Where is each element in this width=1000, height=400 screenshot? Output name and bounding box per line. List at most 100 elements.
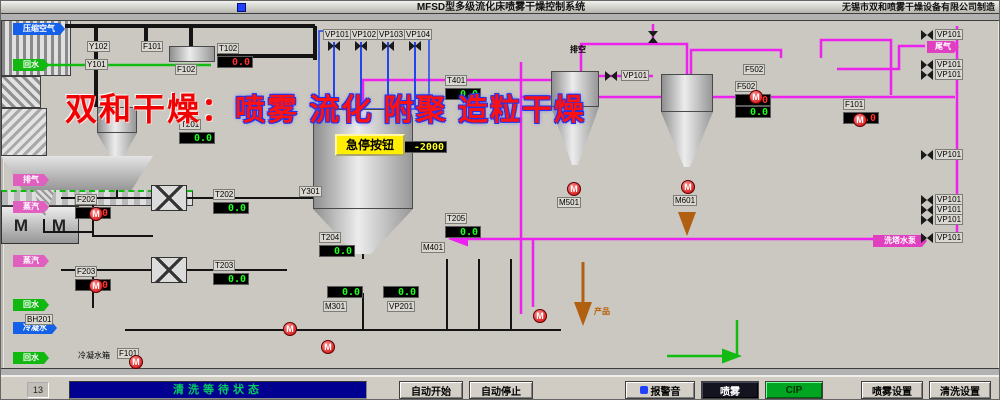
button-清洗设置[interactable]: 清洗设置: [929, 381, 991, 399]
dust-collector-body: [97, 107, 137, 133]
display-value: 0.0: [445, 88, 481, 100]
tag-冷凝水箱: 冷凝水箱: [78, 351, 110, 360]
tag-M501: M501: [557, 197, 582, 208]
valve-icon[interactable]: [921, 205, 933, 215]
display-T102: T102 0.0: [217, 38, 253, 68]
display-value-13: 0.0: [735, 106, 771, 118]
display-value: 0.0: [213, 273, 249, 285]
display-label: F502: [735, 81, 758, 92]
tag-VP101: VP101: [935, 232, 964, 243]
stream-label: 排气: [13, 174, 49, 186]
manufacturer-label: 无锡市双和喷雾干燥设备有限公司制造: [841, 2, 995, 12]
motor-indicator[interactable]: M: [89, 207, 103, 221]
button-喷雾[interactable]: 喷雾: [701, 381, 759, 399]
display-value-3: -2000: [403, 141, 447, 153]
display-label: T203: [213, 260, 236, 271]
tag-排空: 排空: [570, 45, 586, 54]
button-label: 自动开始: [411, 386, 451, 398]
tag-M301: M301: [323, 301, 348, 312]
display-value-11: 0.0: [383, 286, 419, 298]
button-自动开始[interactable]: 自动开始: [399, 381, 463, 399]
blower-f102: [169, 46, 215, 62]
stream-label: 回水: [13, 299, 49, 311]
stream-label: 压缩空气: [13, 23, 65, 35]
valve-icon[interactable]: [648, 31, 658, 43]
tag-M401: M401: [421, 242, 446, 253]
display-label: T205: [445, 213, 468, 224]
motor-indicator[interactable]: M: [89, 279, 103, 293]
tag-VP103: VP103: [377, 29, 406, 40]
motor-indicator[interactable]: M: [681, 180, 695, 194]
valve-icon[interactable]: [921, 70, 933, 80]
motor-indicator[interactable]: M: [283, 322, 297, 336]
stream-label: 冷凝水: [13, 322, 57, 334]
button-label: 自动停止: [481, 386, 521, 398]
valve-icon[interactable]: [921, 60, 933, 70]
display-label: T102: [217, 43, 240, 54]
motor-indicator[interactable]: M: [853, 113, 867, 127]
stream-label: 蒸汽: [13, 255, 49, 267]
emergency-stop-button[interactable]: 急停按钮: [335, 134, 405, 156]
button-label: 清洗设置: [940, 386, 980, 398]
valve-icon[interactable]: [921, 195, 933, 205]
button-label: CIP: [785, 384, 803, 396]
valve-icon[interactable]: [328, 41, 340, 51]
process-diagram: M M 急停按钮 双和干燥：喷雾 流化 附聚 造粒干燥 压缩空气回水排气蒸汽蒸汽…: [1, 14, 999, 375]
motor-indicator[interactable]: M: [129, 355, 143, 369]
display-label: F202: [75, 194, 98, 205]
tag-M601: M601: [673, 195, 698, 206]
stream-label: 洗塔水泵: [873, 235, 927, 247]
display-value: 0.0: [383, 286, 419, 298]
valve-icon[interactable]: [382, 41, 394, 51]
display-T202: T202 0.0: [213, 184, 249, 214]
valve-icon[interactable]: [605, 71, 617, 81]
tag-Y301: Y301: [299, 186, 322, 197]
valve-icon[interactable]: [921, 150, 933, 160]
tag-VP101: VP101: [935, 69, 964, 80]
display-T201: T201 0.0: [179, 114, 215, 144]
tag-VP102: VP102: [350, 29, 379, 40]
display-label: T204: [319, 232, 342, 243]
tag-Y102: Y102: [87, 41, 110, 52]
motor-indicator[interactable]: M: [749, 90, 763, 104]
motor-indicator[interactable]: M: [321, 340, 335, 354]
valve-icon[interactable]: [355, 41, 367, 51]
display-label: T202: [213, 189, 236, 200]
tag-BH201: BH201: [25, 314, 54, 325]
valve-icon[interactable]: [409, 41, 421, 51]
motor-indicator[interactable]: M: [567, 182, 581, 196]
alarm-sound-icon: [639, 386, 648, 394]
valve-icon[interactable]: [921, 30, 933, 40]
display-label: F101: [843, 99, 866, 110]
display-label: T201: [179, 119, 202, 130]
motor-indicator[interactable]: M: [533, 309, 547, 323]
display-value: 0.0: [319, 245, 355, 257]
display-value: 0.0: [179, 132, 215, 144]
steam-heater-1: [151, 185, 187, 211]
cyclone-2-cone: [661, 112, 713, 167]
valve-icon[interactable]: [921, 215, 933, 225]
tag-VP104: VP104: [404, 29, 433, 40]
button-喷雾设置[interactable]: 喷雾设置: [861, 381, 923, 399]
button-label: 报警音: [650, 386, 681, 398]
display-T204: T204 0.0: [319, 227, 355, 257]
agitator-icon: M: [13, 215, 29, 235]
window-icon: [237, 3, 246, 12]
status-bar: 清洗等待状态: [69, 381, 367, 399]
tag-VP101: VP101: [935, 29, 964, 40]
stream-label: 回水: [13, 59, 49, 71]
button-自动停止[interactable]: 自动停止: [469, 381, 533, 399]
agitator-icon: M: [51, 215, 67, 235]
button-CIP[interactable]: CIP: [765, 381, 823, 399]
tag-VP101: VP101: [935, 149, 964, 160]
button-报警音[interactable]: 报警音: [625, 381, 695, 399]
display-value: 0.0: [735, 106, 771, 118]
display-value: 0.0: [217, 56, 253, 68]
cyclone-1-cone: [551, 107, 599, 165]
valve-icon[interactable]: [921, 233, 933, 243]
display-value: 0.0: [213, 202, 249, 214]
